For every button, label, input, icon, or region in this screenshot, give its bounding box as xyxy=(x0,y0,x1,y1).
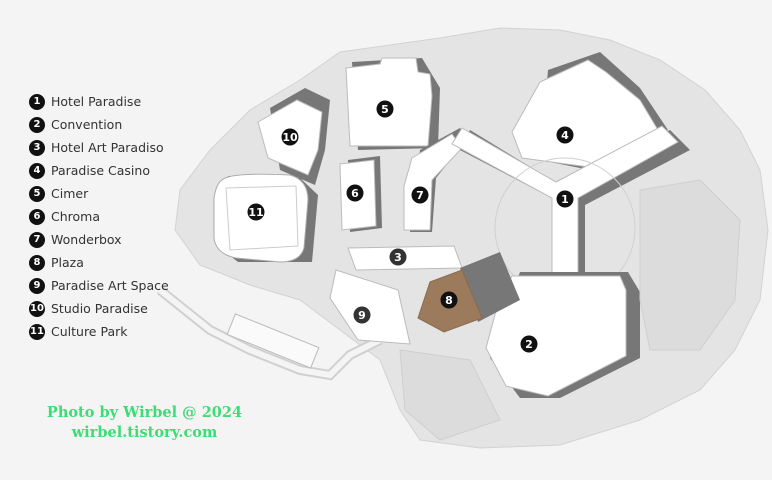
credit-line-1: Photo by Wirbel @ 2024 xyxy=(46,404,243,421)
marker-label: 10 xyxy=(282,131,298,144)
map-marker-11: 11 xyxy=(247,203,265,221)
legend-label: Wonderbox xyxy=(51,232,122,247)
legend-item: 10 Studio Paradise xyxy=(29,297,169,320)
building-11 xyxy=(213,173,318,263)
building-2 xyxy=(485,272,640,398)
legend-number-badge: 5 xyxy=(29,185,45,202)
legend-item: 3 Hotel Art Paradiso xyxy=(29,136,169,159)
marker-label: 6 xyxy=(351,187,359,200)
marker-label: 7 xyxy=(416,189,424,202)
map-marker-2: 2 xyxy=(520,335,538,353)
building-9 xyxy=(329,269,411,345)
legend-number-badge: 4 xyxy=(29,162,45,179)
legend-label: Paradise Casino xyxy=(51,163,150,178)
road-bridge xyxy=(226,313,320,369)
map-marker-8: 8 xyxy=(440,291,458,309)
map-marker-1: 1 xyxy=(556,190,574,208)
legend-label: Studio Paradise xyxy=(51,301,148,316)
legend-label: Convention xyxy=(51,117,123,132)
legend-label: Paradise Art Space xyxy=(51,278,169,293)
map-marker-10: 10 xyxy=(281,128,299,146)
legend-item: 9 Paradise Art Space xyxy=(29,274,169,297)
marker-label: 1 xyxy=(561,193,569,206)
marker-circle xyxy=(247,203,265,221)
map-marker-7: 7 xyxy=(411,186,429,204)
legend-item: 1 Hotel Paradise xyxy=(29,90,169,113)
south-landscape xyxy=(399,349,501,441)
legend-number-badge: 6 xyxy=(29,208,45,225)
legend-label: Cimer xyxy=(51,186,89,201)
building-5 xyxy=(345,57,440,150)
map-marker-6: 6 xyxy=(346,184,364,202)
marker-label: 8 xyxy=(445,294,453,307)
map-marker-4: 4 xyxy=(556,126,574,144)
legend-number-badge: 1 xyxy=(29,93,45,110)
marker-label: 9 xyxy=(358,309,366,322)
legend-number-badge: 7 xyxy=(29,231,45,248)
legend-number-badge: 2 xyxy=(29,116,45,133)
map-marker-5: 5 xyxy=(376,100,394,118)
map-marker-3: 3 xyxy=(389,248,407,266)
legend-label: Hotel Paradise xyxy=(51,94,142,109)
legend-label: Culture Park xyxy=(51,324,128,339)
marker-circle xyxy=(389,248,407,266)
legend-number-badge: 9 xyxy=(29,277,45,294)
building-7 xyxy=(403,128,468,232)
marker-layer: 1 2 3 4 5 6 7 8 9 10 11 xyxy=(247,100,574,353)
credit-line-2: wirbel.tistory.com xyxy=(71,424,218,441)
legend-label: Hotel Art Paradiso xyxy=(51,140,164,155)
legend: 1 Hotel Paradise 2 Convention 3 Hotel Art Par… xyxy=(29,90,169,343)
legend-item: 2 Convention xyxy=(29,113,169,136)
legend-number-badge: 8 xyxy=(29,254,45,271)
marker-label: 4 xyxy=(561,129,569,142)
marker-circle xyxy=(353,306,371,324)
legend-item: 11 Culture Park xyxy=(29,320,169,343)
marker-circle xyxy=(346,184,364,202)
legend-label: Chroma xyxy=(51,209,100,224)
marker-label: 5 xyxy=(381,103,389,116)
marker-circle xyxy=(440,291,458,309)
legend-item: 5 Cimer xyxy=(29,182,169,205)
marker-label: 11 xyxy=(248,206,263,219)
legend-number-badge: 10 xyxy=(29,300,45,317)
marker-label: 2 xyxy=(525,338,533,351)
access-road-inner xyxy=(158,287,382,379)
marker-circle xyxy=(520,335,538,353)
marker-label: 3 xyxy=(394,251,402,264)
legend-item: 6 Chroma xyxy=(29,205,169,228)
marker-circle xyxy=(556,190,574,208)
building-6 xyxy=(339,156,382,232)
legend-item: 8 Plaza xyxy=(29,251,169,274)
east-landscape xyxy=(639,179,741,351)
marker-circle xyxy=(376,100,394,118)
marker-circle xyxy=(556,126,574,144)
marker-circle xyxy=(281,128,299,146)
photo-credit: Photo by Wirbel @ 2024 wirbel.tistory.co… xyxy=(42,403,247,443)
legend-label: Plaza xyxy=(51,255,84,270)
map-marker-9: 9 xyxy=(353,306,371,324)
marker-circle xyxy=(411,186,429,204)
legend-item: 4 Paradise Casino xyxy=(29,159,169,182)
legend-item: 7 Wonderbox xyxy=(29,228,169,251)
legend-number-badge: 11 xyxy=(29,323,45,340)
legend-number-badge: 3 xyxy=(29,139,45,156)
